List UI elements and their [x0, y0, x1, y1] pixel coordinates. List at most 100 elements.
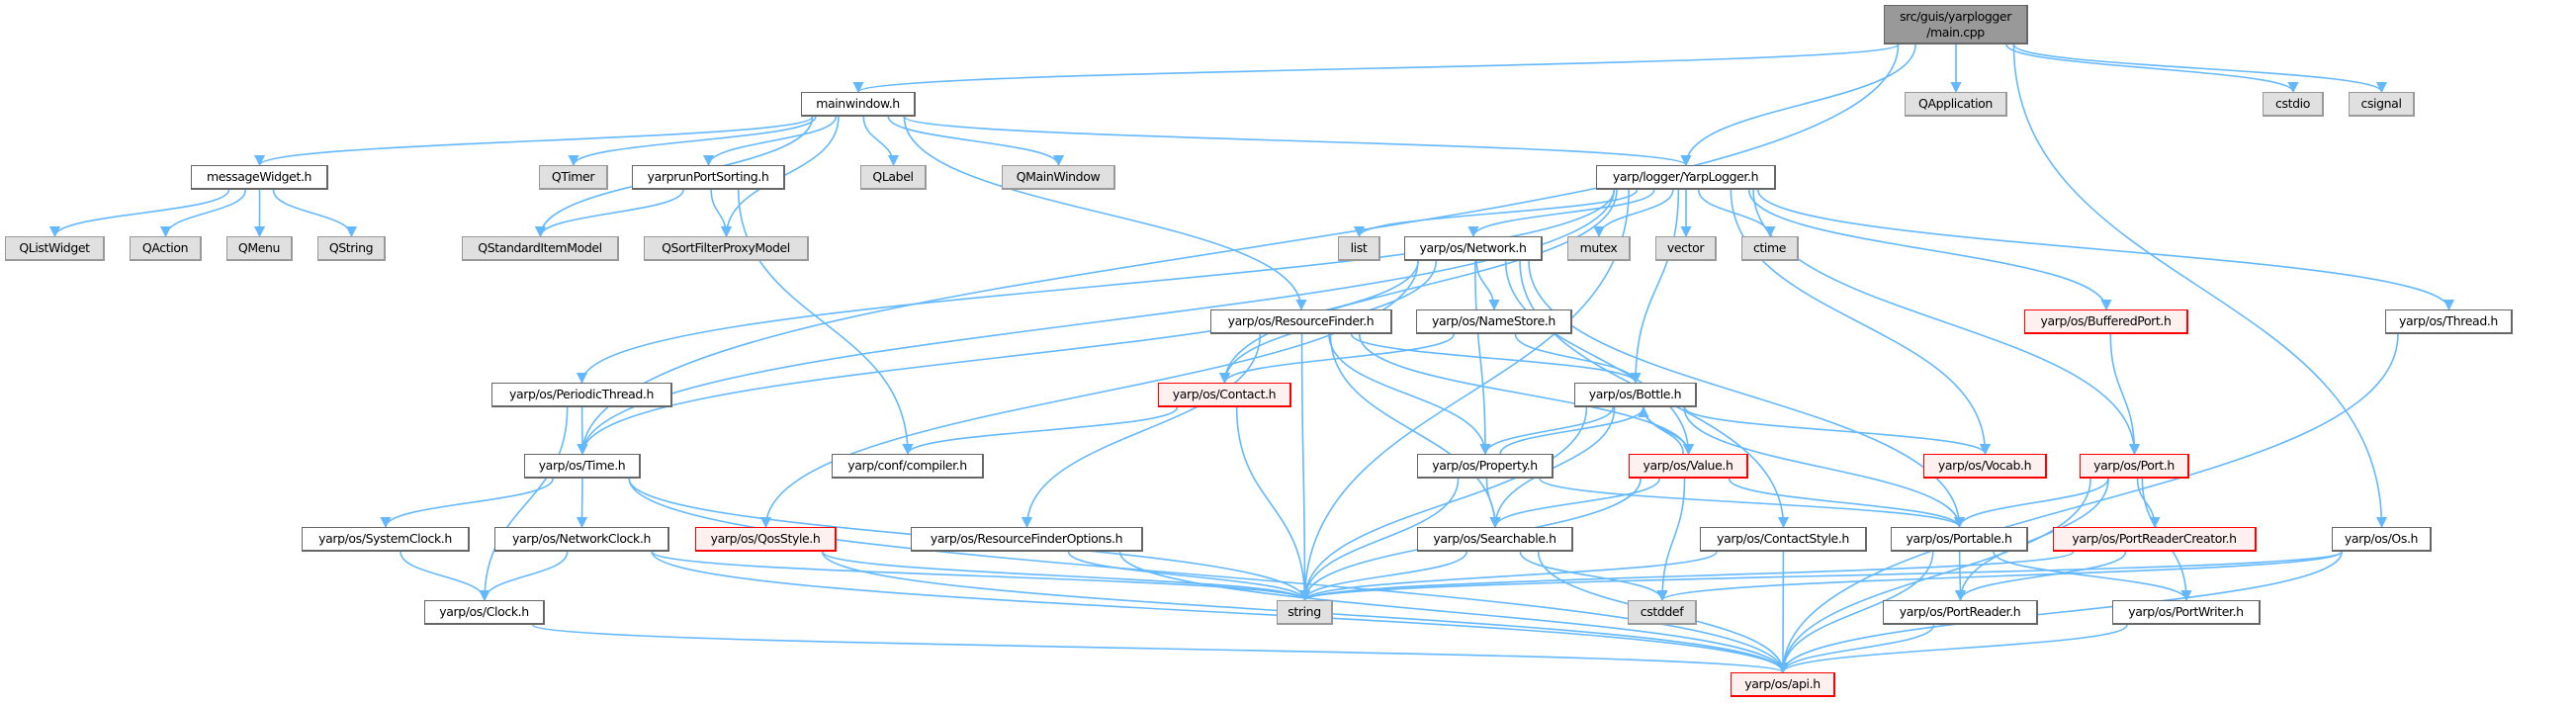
edge-messagewidget-to-qaction: [159, 189, 247, 238]
node-yarprunportsorting-h[interactable]: yarprunPortSorting.h: [632, 165, 785, 190]
node-qmenu[interactable]: QMenu: [226, 236, 293, 261]
edge-port-to-prc: [2136, 478, 2161, 529]
node-qlabel[interactable]: QLabel: [860, 165, 927, 190]
edge-time-to-api: [628, 478, 1789, 674]
edge-yarplogger-to-mutex: [1593, 189, 1674, 238]
edge-mainwindow-to-messagewidget: [254, 116, 814, 167]
node-qosstyle-h[interactable]: yarp/os/QosStyle.h: [695, 527, 837, 552]
edge-rfo-to-api: [1118, 551, 1789, 674]
node-vocab-h[interactable]: yarp/os/Vocab.h: [1923, 454, 2047, 479]
edge-contact-to-compiler: [902, 406, 1179, 456]
node-string[interactable]: string: [1277, 600, 1333, 625]
edge-os-to-string: [1299, 551, 2343, 602]
node-portwriter-h[interactable]: yarp/os/PortWriter.h: [2112, 600, 2261, 625]
edge-yarplogger-to-bottle: [1630, 189, 1680, 385]
edge-resfinder-to-rfo: [1021, 333, 1262, 529]
node-qlistwidget[interactable]: QListWidget: [5, 236, 105, 261]
edge-time-to-systemclock: [380, 478, 554, 529]
edge-mainwindow-to-yarprun: [702, 116, 838, 167]
node-namestore-h[interactable]: yarp/os/NameStore.h: [1416, 309, 1572, 334]
edge-resfinder-to-value: [1358, 333, 1695, 456]
node-periodicthread-h[interactable]: yarp/os/PeriodicThread.h: [491, 383, 672, 407]
node-systemclock-h[interactable]: yarp/os/SystemClock.h: [302, 527, 470, 552]
node-bufferedport-h[interactable]: yarp/os/BufferedPort.h: [2024, 309, 2188, 334]
edge-yarprun-to-qsort: [710, 189, 733, 238]
node-contact-h[interactable]: yarp/os/Contact.h: [1158, 383, 1291, 407]
edge-network-to-value: [1504, 260, 1695, 456]
node-cstdio[interactable]: cstdio: [2263, 92, 2324, 117]
node-qmainwindow[interactable]: QMainWindow: [1002, 165, 1115, 190]
node-clock-h[interactable]: yarp/os/Clock.h: [424, 600, 545, 625]
node-compiler-h[interactable]: yarp/conf/compiler.h: [832, 454, 984, 479]
node-vector[interactable]: vector: [1655, 236, 1717, 261]
node-networkclock-h[interactable]: yarp/os/NetworkClock.h: [494, 527, 669, 552]
edge-main-to-mainwindow: [852, 44, 1900, 94]
edge-yarplogger-to-thread: [1757, 189, 2454, 311]
edge-yarplogger-to-buffered: [1747, 189, 2112, 311]
edge-port-to-portable: [1953, 478, 2109, 529]
node-messagewidget-h[interactable]: messageWidget.h: [191, 165, 328, 190]
edge-namestore-to-contact: [1218, 333, 1455, 385]
node-list[interactable]: list: [1338, 236, 1380, 261]
node-portable-h[interactable]: yarp/os/Portable.h: [1891, 527, 2028, 552]
edge-mainwindow-to-resfinder: [903, 116, 1307, 311]
node-bottle-h[interactable]: yarp/os/Bottle.h: [1574, 383, 1697, 407]
edge-main-to-yarplogger: [1680, 44, 1916, 167]
node-qapplication[interactable]: QApplication: [1905, 92, 2007, 117]
node-resourcefinderoptions-h[interactable]: yarp/os/ResourceFinderOptions.h: [911, 527, 1143, 552]
node-api-h[interactable]: yarp/os/api.h: [1731, 672, 1835, 697]
node-main-cpp[interactable]: src/guis/yarplogger /main.cpp: [1884, 5, 2028, 44]
node-qstring[interactable]: QString: [317, 236, 386, 261]
edge-mainwindow-to-qlabel: [862, 116, 900, 167]
edge-mainwindow-to-qtimer: [568, 116, 817, 167]
edge-main-to-os: [2012, 44, 2388, 529]
node-network-h[interactable]: yarp/os/Network.h: [1404, 236, 1543, 261]
edge-portreader-to-api: [1777, 624, 1935, 674]
edge-systemclock-to-clock: [400, 551, 490, 602]
edge-value-to-portable: [1728, 478, 1966, 529]
node-yarplogger-h[interactable]: yarp/logger/YarpLogger.h: [1596, 165, 1776, 190]
node-portreadercreator-h[interactable]: yarp/os/PortReaderCreator.h: [2053, 527, 2257, 552]
node-resourcefinder-h[interactable]: yarp/os/ResourceFinder.h: [1210, 309, 1392, 334]
edge-portable-to-api: [1777, 551, 1934, 674]
edge-thread-to-api: [1777, 333, 2399, 674]
node-port-h[interactable]: yarp/os/Port.h: [2080, 454, 2189, 479]
node-mainwindow-h[interactable]: mainwindow.h: [801, 92, 916, 117]
node-qsortfilterproxymodel[interactable]: QSortFilterProxyModel: [644, 236, 809, 261]
edge-yarplogger-to-string: [1298, 189, 1630, 602]
edge-yarprun-to-qstdmodel: [534, 189, 684, 238]
edge-portwriter-to-api: [1777, 624, 2128, 674]
edge-namestore-to-bottle: [1514, 333, 1642, 385]
node-thread-h[interactable]: yarp/os/Thread.h: [2385, 309, 2513, 334]
edge-value-to-bottle: [1638, 405, 1684, 455]
node-value-h[interactable]: yarp/os/Value.h: [1629, 454, 1748, 479]
node-time-h[interactable]: yarp/os/Time.h: [524, 454, 641, 479]
node-portreader-h[interactable]: yarp/os/PortReader.h: [1883, 600, 2038, 625]
edge-mainwindow-to-qmainwindow: [887, 116, 1065, 167]
edge-bottle-to-string: [1298, 406, 1588, 602]
edge-value-to-searchable: [1489, 478, 1660, 529]
edge-resfinder-to-searchable: [1329, 333, 1501, 529]
node-ctime[interactable]: ctime: [1741, 236, 1799, 261]
node-property-h[interactable]: yarp/os/Property.h: [1417, 454, 1554, 479]
node-qtimer[interactable]: QTimer: [539, 165, 608, 190]
node-searchable-h[interactable]: yarp/os/Searchable.h: [1417, 527, 1573, 552]
node-cstddef[interactable]: cstddef: [1628, 600, 1697, 625]
edge-yarplogger-to-network: [1467, 189, 1655, 238]
edge-bottle-to-portable: [1683, 406, 1966, 529]
edge-network-to-qos: [759, 260, 1419, 529]
edge-yarplogger-to-periodic: [577, 189, 1615, 385]
node-mutex[interactable]: mutex: [1567, 236, 1631, 261]
node-qaction[interactable]: QAction: [130, 236, 202, 261]
node-contactstyle-h[interactable]: yarp/os/ContactStyle.h: [1700, 527, 1867, 552]
edge-contact-to-string: [1235, 406, 1311, 602]
edge-buffered-to-port: [2109, 333, 2141, 456]
edge-rfo-to-string: [1067, 551, 1311, 602]
edge-qos-to-string: [821, 551, 1310, 602]
node-qstandarditemmodel[interactable]: QStandardItemModel: [462, 236, 619, 261]
edge-periodic-to-clock: [479, 406, 569, 602]
node-os-h[interactable]: yarp/os/Os.h: [2332, 527, 2432, 552]
edge-clock-to-api: [532, 624, 1789, 674]
node-csignal[interactable]: csignal: [2349, 92, 2415, 117]
